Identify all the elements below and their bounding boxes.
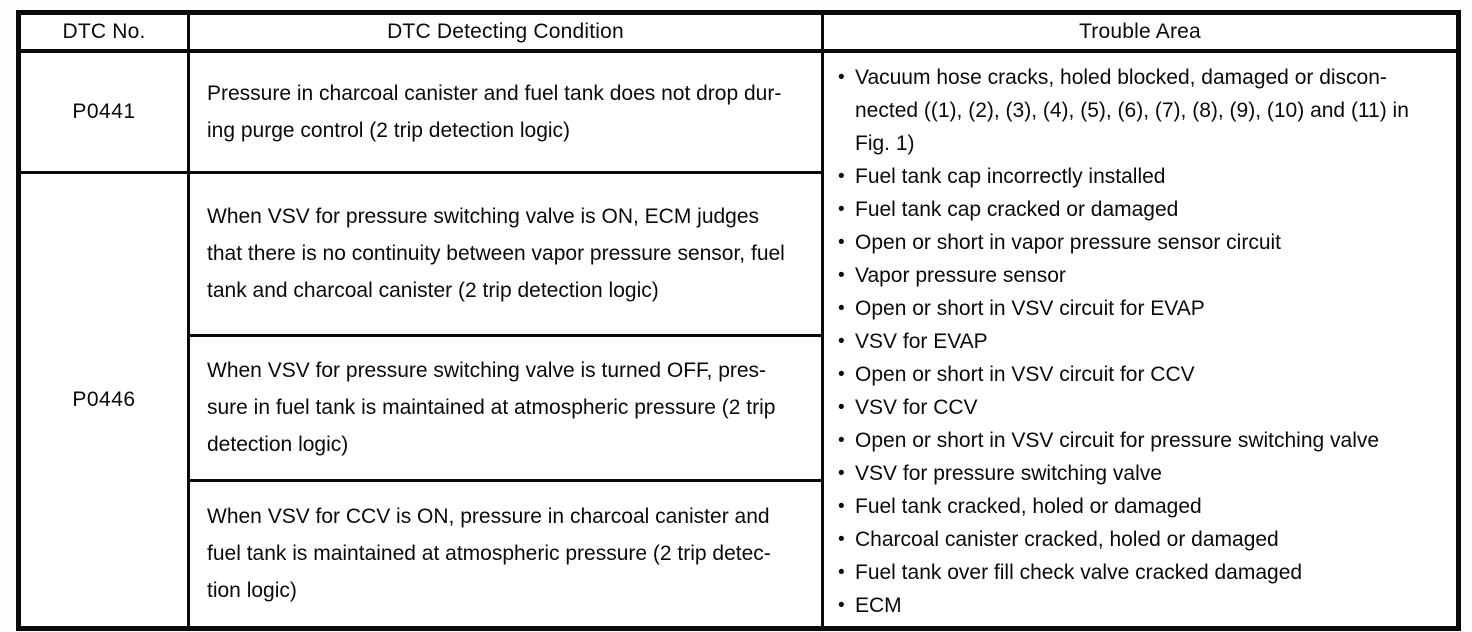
bullet-icon: • xyxy=(838,396,845,418)
condition-cell-p0446-1: When VSV for pressure switching valve is… xyxy=(187,171,824,337)
bullet-icon: • xyxy=(838,429,845,451)
bullet-icon: • xyxy=(838,198,845,220)
header-dtc-no: DTC No. xyxy=(17,11,190,53)
condition-text: When VSV for pressure switching valve is… xyxy=(207,359,776,456)
trouble-area-item: • Fuel tank cap incorrectly installed xyxy=(838,160,1448,193)
trouble-area-item: • Open or short in VSV circuit for press… xyxy=(838,424,1448,457)
trouble-area-item: • Charcoal canister cracked, holed or da… xyxy=(838,523,1448,556)
trouble-area-item: • Fuel tank cracked, holed or damaged xyxy=(838,490,1448,523)
bullet-icon: • xyxy=(838,297,845,319)
trouble-area-item: • Open or short in vapor pressure sensor… xyxy=(838,226,1448,259)
bullet-icon: • xyxy=(838,363,845,385)
trouble-area-item: • Fuel tank cap cracked or damaged xyxy=(838,193,1448,226)
header-trouble-area: Trouble Area xyxy=(821,11,1460,53)
table-row-p0441: P0441 Pressure in charcoal canister and … xyxy=(17,49,1460,630)
table-row-p0446-condition-2: When VSV for pressure switching valve is… xyxy=(19,333,1459,482)
header-detecting-condition: DTC Detecting Condition xyxy=(187,11,824,53)
bullet-icon: • xyxy=(838,495,845,517)
bullet-icon: • xyxy=(838,264,845,286)
table-row-p0446-condition-3: When VSV for CCV is ON, pressure in char… xyxy=(19,478,1459,630)
trouble-area-list: • Vacuum hose cracks, holed blocked, dam… xyxy=(838,61,1448,622)
bullet-icon: • xyxy=(838,231,845,253)
trouble-area-item: • Open or short in VSV circuit for EVAP xyxy=(838,292,1448,325)
bullet-icon: • xyxy=(838,561,845,583)
trouble-area-item: • ECM xyxy=(838,589,1448,622)
bullet-icon: • xyxy=(838,330,845,352)
dtc-table: DTC No. DTC Detecting Condition Trouble … xyxy=(16,10,1461,631)
condition-cell-p0446-3: When VSV for CCV is ON, pressure in char… xyxy=(187,478,824,630)
condition-text: When VSV for pressure switching valve is… xyxy=(207,205,785,303)
trouble-area-item: • Open or short in VSV circuit for CCV xyxy=(838,358,1448,391)
dtc-code-p0446: P0446 xyxy=(17,171,190,630)
trouble-area-item: • VSV for EVAP xyxy=(838,325,1448,358)
table-row-p0446-condition-1: P0446 When VSV for pressure switching va… xyxy=(17,171,1459,630)
trouble-area-cell: • Vacuum hose cracks, holed blocked, dam… xyxy=(821,49,1460,630)
condition-text: Pressure in charcoal canister and fuel t… xyxy=(207,81,782,142)
bullet-icon: • xyxy=(838,462,845,484)
bullet-icon: • xyxy=(838,594,845,616)
trouble-area-item: • Fuel tank over fill check valve cracke… xyxy=(838,556,1448,589)
bullet-icon: • xyxy=(838,66,845,88)
bullet-icon: • xyxy=(838,528,845,550)
trouble-area-item: • Vapor pressure sensor xyxy=(838,259,1448,292)
condition-text: When VSV for CCV is ON, pressure in char… xyxy=(207,505,771,602)
condition-cell-p0446-2: When VSV for pressure switching valve is… xyxy=(187,333,824,482)
condition-cell-p0441: Pressure in charcoal canister and fuel t… xyxy=(187,49,824,174)
trouble-area-item: • Vacuum hose cracks, holed blocked, dam… xyxy=(838,61,1448,160)
dtc-code-p0441: P0441 xyxy=(17,49,190,174)
trouble-area-item: • VSV for CCV xyxy=(838,391,1448,424)
bullet-icon: • xyxy=(838,165,845,187)
table-header-row: DTC No. DTC Detecting Condition Trouble … xyxy=(17,11,1460,53)
trouble-area-item: • VSV for pressure switching valve xyxy=(838,457,1448,490)
